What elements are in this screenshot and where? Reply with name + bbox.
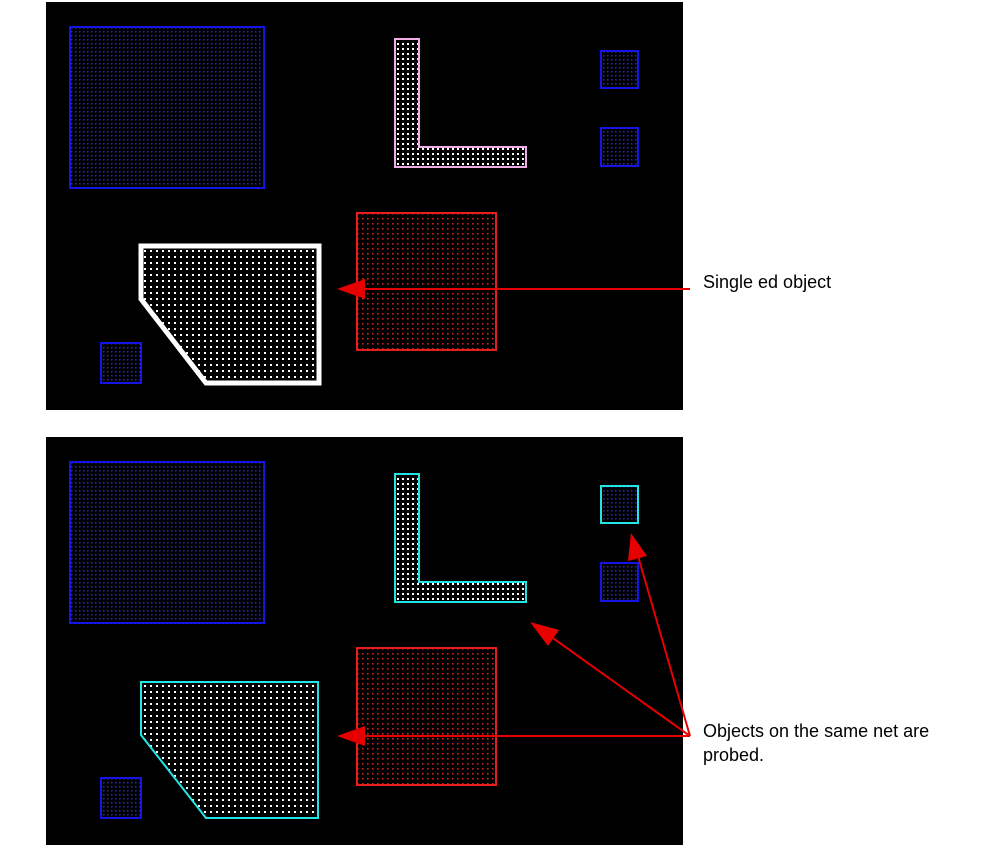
probed-l-shaped-path[interactable] xyxy=(394,473,527,603)
layout-canvas-probed-net[interactable] xyxy=(46,437,683,845)
arrow-to-probed-l-path xyxy=(549,635,691,737)
red-rectangle[interactable] xyxy=(356,212,497,351)
layout-canvas-svg xyxy=(69,461,639,819)
caption-probed-net: Objects on the same net are probed. xyxy=(703,719,993,767)
arrowhead-probed-l-path xyxy=(530,622,559,646)
probed-small-square[interactable] xyxy=(600,485,639,524)
arrow-to-probed-square xyxy=(637,555,691,737)
blue-small-square-bottom-left[interactable] xyxy=(100,777,142,819)
probed-polygon[interactable] xyxy=(140,681,319,819)
arrowhead-single-select xyxy=(337,279,365,299)
blue-small-square-top-right-1[interactable] xyxy=(600,50,639,89)
blue-small-square-top-right-2[interactable] xyxy=(600,127,639,167)
selected-polygon[interactable] xyxy=(138,243,322,386)
caption-probed-line2: probed. xyxy=(703,745,765,765)
layout-canvas-svg xyxy=(69,26,639,386)
arrowhead-probed-square xyxy=(628,533,647,561)
arrowhead-probed-polygon xyxy=(337,726,365,746)
pink-l-shaped-path[interactable] xyxy=(394,38,527,168)
blue-small-square-top-right-2[interactable] xyxy=(600,562,639,602)
layout-canvas-single-select[interactable] xyxy=(46,2,683,410)
blue-small-square-bottom-left[interactable] xyxy=(100,342,142,384)
caption-single-selected: Single ed object xyxy=(703,272,832,292)
blue-large-rectangle[interactable] xyxy=(69,461,265,624)
blue-large-rectangle[interactable] xyxy=(69,26,265,189)
caption-probed-line1: Objects on the same net are xyxy=(703,721,930,741)
red-rectangle[interactable] xyxy=(356,647,497,786)
